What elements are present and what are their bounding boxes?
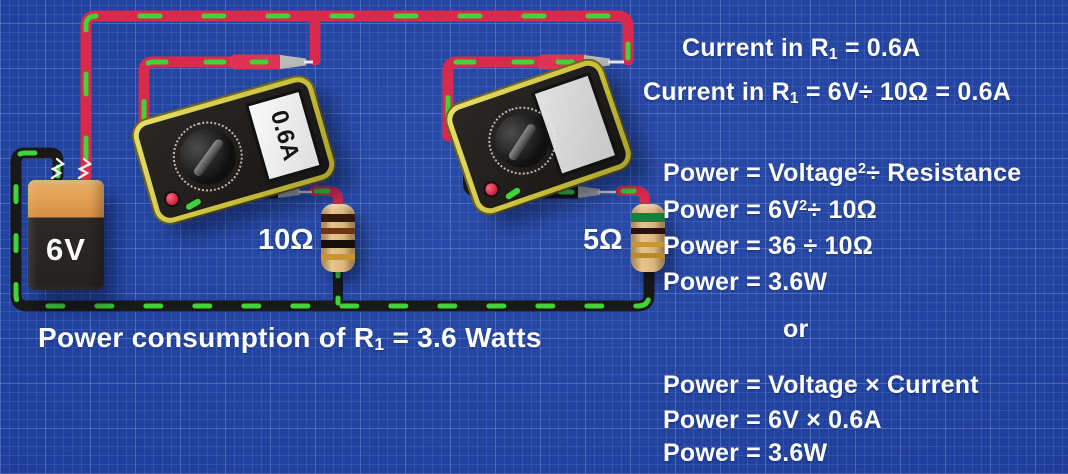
annotation-superscript: 2 [799, 198, 808, 215]
red-probe-icon [228, 54, 313, 70]
red-wires [80, 10, 650, 219]
annotation-power-result: Power = 3.6W [663, 268, 828, 296]
resistor-band [321, 254, 355, 260]
caption-subscript: 1 [374, 334, 385, 355]
annotation-power-step2: Power = 36 ÷ 10Ω [663, 232, 873, 260]
annotation-or: or [783, 315, 809, 343]
red-port-icon [483, 181, 500, 197]
annotation-text: Power = 6V [663, 196, 800, 224]
annotation-current-2: Current in R1 = 6V÷ 10Ω = 0.6A [643, 78, 1011, 108]
annotation-subscript: 1 [789, 89, 799, 107]
resistor-band [321, 214, 355, 222]
caption-text: Power consumption of R [38, 322, 375, 353]
dial-knob [487, 106, 557, 175]
annotation-superscript: 2 [857, 161, 867, 178]
dial-knob [173, 121, 243, 192]
resistor1-label: 10Ω [258, 224, 314, 256]
battery-6v: 6V [28, 180, 104, 290]
annotation-current-1: Current in R1 = 0.6A [682, 34, 920, 64]
annotation-power-formula: Power = Voltage2÷ Resistance [663, 159, 1021, 188]
green-port-icon [504, 186, 522, 201]
annotation-text: Current in R [643, 78, 790, 106]
battery-terminal-icon [50, 157, 93, 180]
annotation-text: ÷ 10Ω [807, 196, 877, 224]
rotary-dial-icon [164, 113, 252, 200]
resistor-band [631, 253, 665, 258]
resistor-band [631, 228, 665, 234]
green-port-icon [184, 197, 202, 211]
annotation-alt-formula: Power = Voltage × Current [663, 371, 979, 399]
resistor-band [321, 228, 355, 234]
resistor-5-ohm [631, 204, 665, 272]
resistor-band [321, 240, 355, 248]
annotation-subscript: 1 [828, 45, 838, 63]
annotation-text: = 6V÷ 10Ω = 0.6A [798, 78, 1011, 106]
annotation-text: ÷ Resistance [866, 159, 1022, 187]
red-probe-icon [536, 54, 624, 70]
annotation-alt-result: Power = 3.6W [663, 439, 828, 467]
caption-text: = 3.6 Watts [384, 322, 542, 353]
caption-power-consumption: Power consumption of R1 = 3.6 Watts [38, 322, 542, 355]
resistor-band [631, 213, 665, 222]
battery-voltage-label: 6V [46, 232, 86, 267]
annotation-alt-step: Power = 6V × 0.6A [663, 406, 882, 434]
resistor2-label: 5Ω [583, 224, 623, 256]
annotation-text: Power = Voltage [663, 159, 858, 187]
annotation-text: = 0.6A [837, 34, 921, 62]
annotation-text: Current in R [682, 34, 829, 62]
annotation-power-step1: Power = 6V2÷ 10Ω [663, 196, 877, 225]
multimeter-display: 0.6A [244, 88, 324, 184]
red-port-icon [164, 191, 180, 207]
multimeter-reading: 0.6A [264, 107, 305, 164]
resistor-10-ohm [321, 204, 355, 272]
resistor-band [631, 242, 665, 247]
